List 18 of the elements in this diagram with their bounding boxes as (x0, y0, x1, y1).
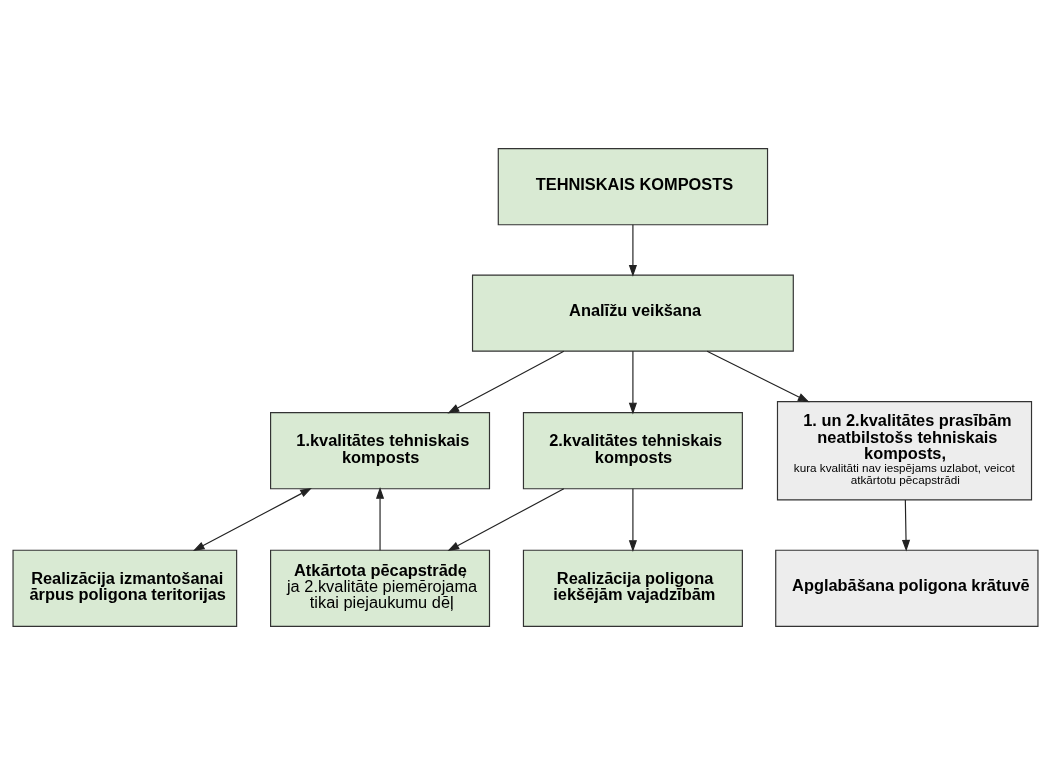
node-box: 1.kvalitātes tehniskais komposts (270, 412, 491, 490)
node-box: Atkārtota pēcapstrāde, ja 2.kvalitāte piemērojama tikai piejaukumu dēļ (270, 549, 491, 627)
node-box: Realizācija izmantošanai ārpus poligona teritorijas (12, 549, 238, 627)
arrow (628, 224, 637, 277)
arrow (628, 488, 637, 552)
node-box: Analīžu veikšana (471, 274, 794, 352)
node-box: 2.kvalitātes tehniskais komposts (522, 412, 743, 490)
node-box: TEHNISKAIS KOMPOSTS (497, 148, 769, 226)
node-box: Apglabāšana poligona krātuvē (775, 549, 1039, 627)
node-box: 1. un 2.kvalitātes prasībām neatbilstošs tehniskais komposts, kura kvalitāti nav iespējams uzlabot, veicot atkārtotu pēcapstrādi (776, 400, 1033, 501)
arrow (192, 488, 312, 552)
arrow (706, 350, 810, 403)
arrow (628, 350, 637, 415)
arrow (901, 499, 911, 552)
arrow (447, 350, 565, 414)
arrow (447, 488, 565, 552)
arrow (375, 487, 385, 551)
node-box: Realizācija poligona iekšējām vajadzībām (522, 549, 743, 627)
